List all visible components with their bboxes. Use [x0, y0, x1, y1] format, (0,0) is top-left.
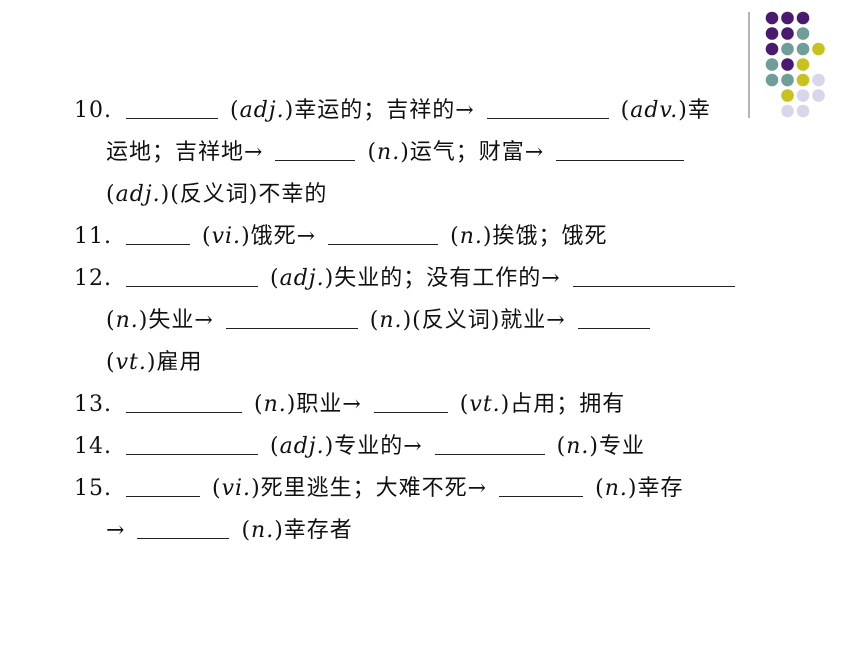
item-13-line-1: 13. (n.)职业→ (vt.)占用；拥有: [74, 384, 794, 426]
answer-blank[interactable]: [126, 220, 190, 245]
decorative-dot: [781, 73, 794, 87]
part-of-speech: vi.: [211, 224, 242, 249]
item-number: 10.: [74, 98, 112, 123]
decorative-dot: [765, 42, 779, 56]
answer-blank[interactable]: [225, 304, 358, 329]
part-of-speech: n.: [459, 224, 483, 249]
answer-blank[interactable]: [434, 430, 545, 455]
decorative-dot: [796, 58, 810, 71]
answer-blank[interactable]: [486, 94, 609, 119]
item-14-line-1: 14. (adj.)专业的→ (n.)专业: [74, 426, 794, 468]
part-of-speech: n.: [115, 308, 139, 333]
vocabulary-exercise: 10. (adj.)幸运的；吉祥的→ (adv.)幸 运地；吉祥地→ (n.)运…: [74, 90, 794, 552]
item-10-line-3: (adj.)(反义词)不幸的: [106, 182, 328, 207]
answer-blank[interactable]: [577, 304, 650, 329]
answer-blank[interactable]: [328, 220, 439, 245]
part-of-speech: n.: [263, 392, 287, 417]
item-10-line-1: 10. (adj.)幸运的；吉祥的→ (adv.)幸: [74, 90, 794, 132]
item-12-line-1: 12. (adj.)失业的；没有工作的→: [74, 258, 794, 300]
item-number: 14.: [74, 434, 112, 459]
part-of-speech: n.: [379, 308, 403, 333]
decorative-dot: [781, 42, 794, 56]
decorative-dot: [796, 42, 810, 56]
decorative-dot: [796, 89, 810, 102]
part-of-speech: n.: [604, 476, 628, 501]
decorative-dot: [812, 89, 825, 102]
answer-blank[interactable]: [126, 472, 200, 497]
decorative-dot: [765, 73, 779, 87]
decorative-dot: [765, 11, 779, 25]
part-of-speech: adv.: [630, 98, 679, 123]
decorative-dot: [796, 73, 810, 87]
part-of-speech: adj.: [279, 434, 325, 459]
answer-blank[interactable]: [126, 388, 242, 413]
part-of-speech: n.: [377, 140, 401, 165]
answer-blank[interactable]: [556, 136, 685, 161]
part-of-speech: n.: [566, 434, 590, 459]
decorative-dot: [765, 58, 779, 71]
answer-blank[interactable]: [126, 94, 218, 119]
decorative-dot: [781, 11, 794, 25]
part-of-speech: n.: [251, 518, 275, 543]
item-number: 15.: [74, 476, 112, 501]
decorative-dot: [781, 27, 794, 40]
part-of-speech: adj.: [279, 266, 325, 291]
decorative-dot: [796, 104, 810, 118]
item-12-line-3: (vt.)雇用: [106, 350, 203, 375]
decorative-dot: [812, 42, 825, 56]
answer-blank[interactable]: [572, 262, 735, 287]
part-of-speech: vi.: [221, 476, 252, 501]
decorative-dot: [796, 27, 810, 40]
answer-blank[interactable]: [126, 430, 258, 455]
part-of-speech: vt.: [469, 392, 501, 417]
item-12-line-2: (n.)失业→ (n.)(反义词)就业→: [74, 300, 794, 342]
part-of-speech: vt.: [115, 350, 147, 375]
decorative-dot: [781, 58, 794, 71]
item-number: 13.: [74, 392, 112, 417]
item-11-line-1: 11. (vi.)饿死→ (n.)挨饿；饿死: [74, 216, 794, 258]
decorative-dot: [796, 11, 810, 25]
item-number: 12.: [74, 266, 112, 291]
answer-blank[interactable]: [499, 472, 584, 497]
item-15-line-2: → (n.)幸存者: [74, 510, 794, 552]
part-of-speech: adj.: [239, 98, 285, 123]
answer-blank[interactable]: [373, 388, 448, 413]
item-10-line-2: 运地；吉祥地→ (n.)运气；财富→: [74, 132, 794, 174]
part-of-speech: adj.: [115, 182, 161, 207]
decorative-dot: [812, 73, 825, 87]
answer-blank[interactable]: [275, 136, 356, 161]
answer-blank[interactable]: [126, 262, 258, 287]
item-15-line-1: 15. (vi.)死里逃生；大难不死→ (n.)幸存: [74, 468, 794, 510]
answer-blank[interactable]: [137, 514, 230, 539]
decorative-dot: [765, 27, 779, 40]
item-number: 11.: [74, 224, 112, 249]
